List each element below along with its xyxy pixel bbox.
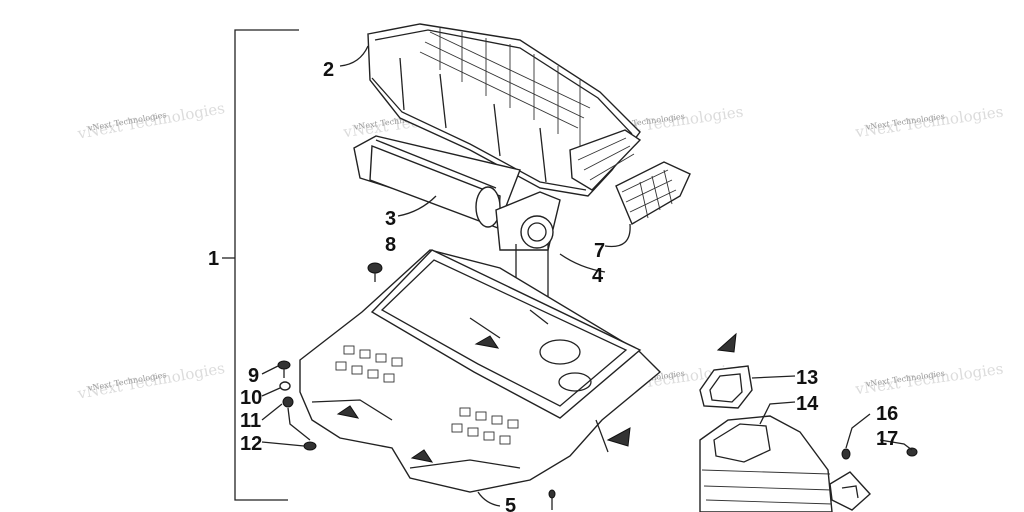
filter-screen <box>615 161 691 226</box>
arrow-icon <box>606 427 631 447</box>
callout-7: 7 <box>594 240 605 262</box>
callout-1: 1 <box>208 248 219 270</box>
callout-17: 17 <box>876 428 898 450</box>
callouts: 1 2 3 4 5 7 8 9 10 11 12 13 14 16 17 <box>208 59 898 512</box>
mount-bracket <box>829 447 918 511</box>
callout-11: 11 <box>240 410 261 432</box>
push-rivet <box>367 262 383 282</box>
callout-9: 9 <box>248 365 259 387</box>
callout-12: 12 <box>240 433 262 455</box>
filter-sleeve <box>495 191 561 318</box>
callout-10: 10 <box>240 387 262 409</box>
callout-5: 5 <box>505 495 516 512</box>
callout-2: 2 <box>323 59 334 81</box>
assembly-bracket <box>222 29 299 501</box>
callout-3: 3 <box>385 208 396 230</box>
callout-14: 14 <box>796 393 819 415</box>
intake-housing <box>367 23 642 197</box>
fastener-stack <box>277 360 317 451</box>
filter-tube <box>353 135 521 229</box>
air-box-tray <box>299 249 662 493</box>
intake-boot <box>699 332 833 512</box>
callout-13: 13 <box>796 367 818 389</box>
callout-8: 8 <box>385 234 396 256</box>
leader-lines <box>261 45 913 507</box>
callout-16: 16 <box>876 403 898 425</box>
callout-4: 4 <box>592 265 604 287</box>
arrows <box>548 419 631 510</box>
